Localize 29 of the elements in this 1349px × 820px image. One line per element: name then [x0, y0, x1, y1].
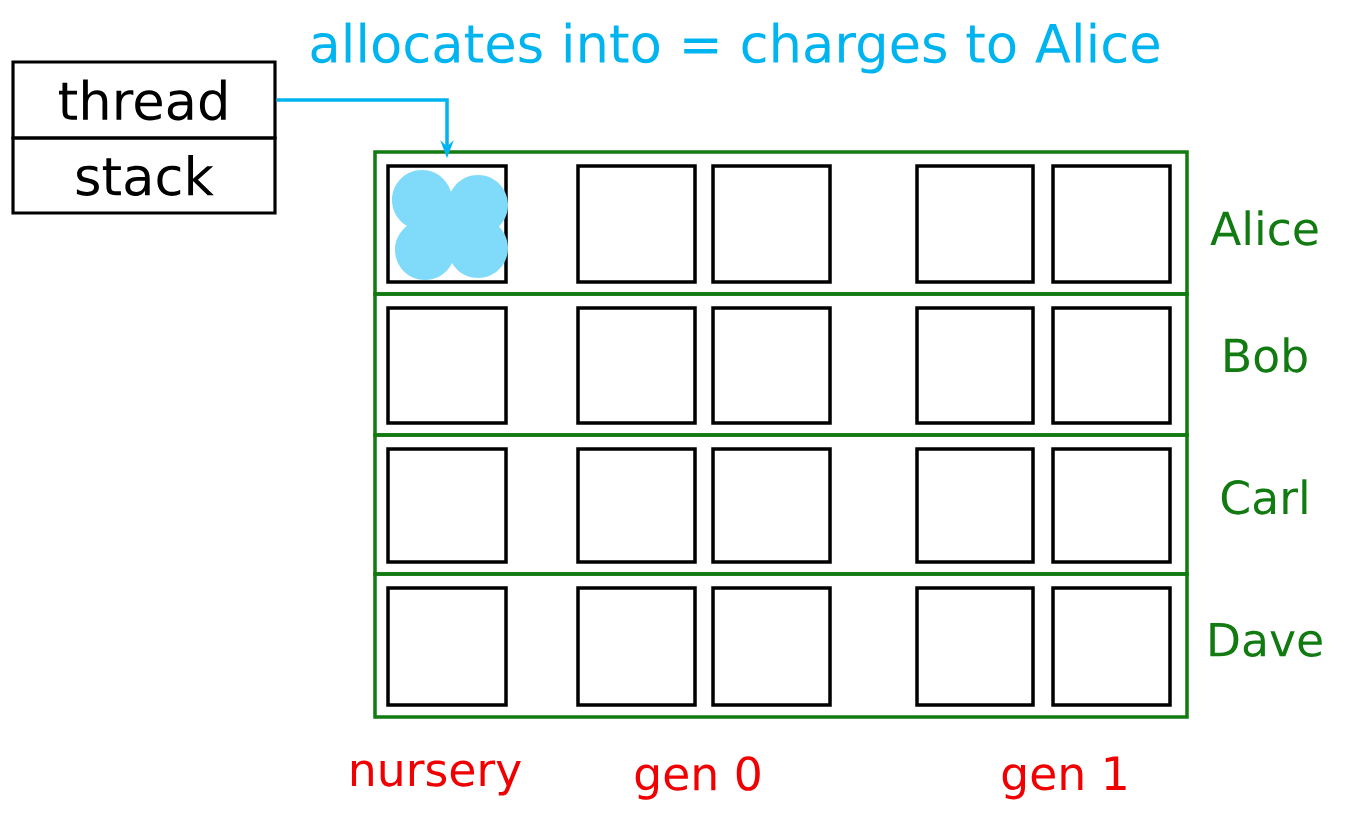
memory-block — [1051, 306, 1172, 425]
row-name: Bob — [1225, 337, 1307, 373]
memory-block — [915, 586, 1035, 707]
memory-block — [915, 306, 1035, 425]
row-name: Dave — [1210, 623, 1322, 657]
memory-block — [915, 447, 1035, 564]
row-name: Alice — [1210, 210, 1318, 246]
memory-block — [1051, 586, 1172, 707]
memory-block — [576, 447, 697, 564]
memory-block — [1051, 164, 1172, 284]
memory-block — [576, 306, 697, 425]
memory-block — [711, 306, 832, 425]
column-label: gen 1 — [1002, 756, 1126, 800]
memory-block — [576, 164, 697, 284]
memory-block — [386, 306, 508, 425]
memory-block — [386, 586, 508, 707]
memory-block — [711, 586, 832, 707]
row-name: Carl — [1221, 479, 1307, 515]
stack-cell: thread — [11, 60, 277, 140]
memory-block — [1051, 447, 1172, 564]
edge-label: allocates into = charges to Alice — [304, 19, 1166, 77]
column-label: gen 0 — [635, 756, 760, 800]
memory-block — [386, 447, 508, 564]
column-label: nursery — [351, 760, 521, 796]
memory-block — [711, 447, 832, 564]
memory-block — [576, 586, 697, 707]
memory-block — [915, 164, 1035, 284]
memory-block — [711, 164, 832, 284]
stack-cell: stack — [11, 136, 277, 215]
